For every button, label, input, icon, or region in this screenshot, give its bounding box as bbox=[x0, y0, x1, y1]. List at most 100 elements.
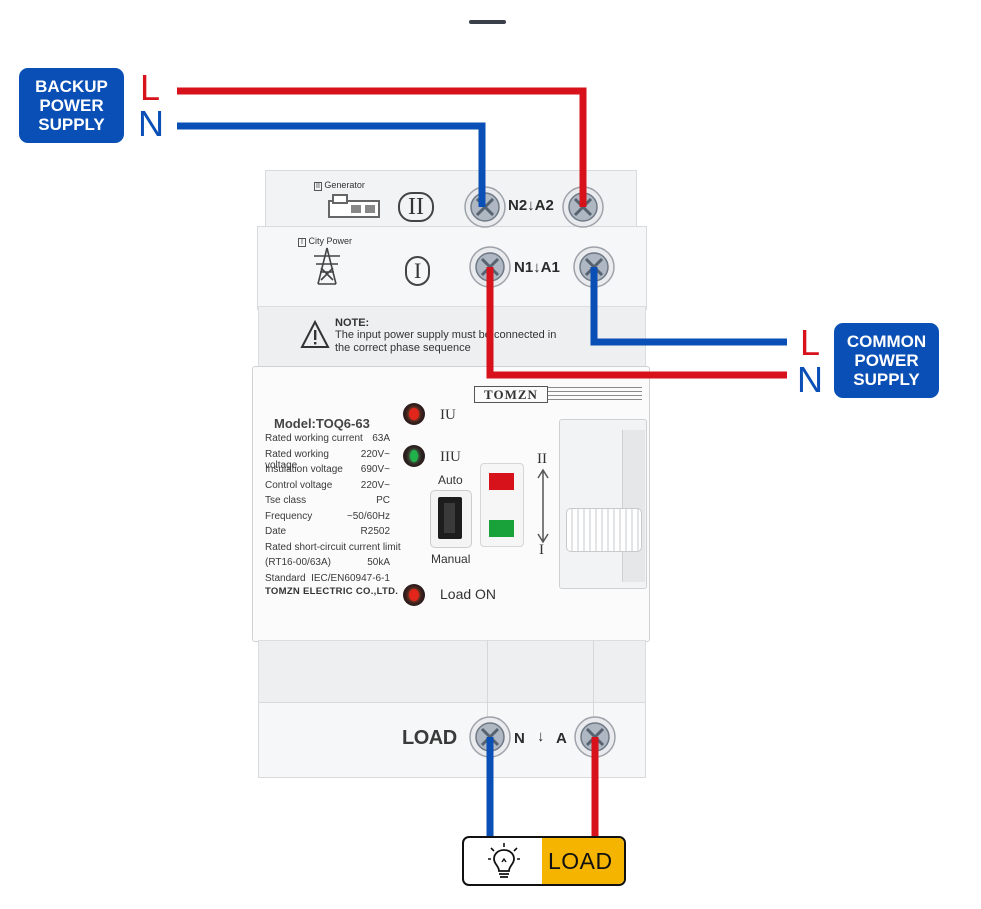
spec-table: Rated working current 63A Rated working v… bbox=[265, 433, 401, 589]
backup-power-supply-tag: BACKUP POWER SUPPLY bbox=[19, 68, 124, 143]
city-symbol-box: I bbox=[298, 238, 306, 247]
spec-value: 220V~ bbox=[360, 448, 390, 460]
spec-row: Standard IEC/EN60947-6-1 bbox=[265, 573, 390, 589]
tag-line: SUPPLY bbox=[853, 370, 920, 389]
iu-indicator-led bbox=[403, 403, 425, 425]
brand-stripes bbox=[548, 387, 642, 401]
tag-line: POWER bbox=[39, 96, 104, 115]
tag-line: BACKUP bbox=[35, 77, 108, 96]
terminal-screw-n2 bbox=[464, 186, 506, 228]
load-arrow: ↓ bbox=[537, 728, 545, 745]
spec-value: 690V~ bbox=[360, 464, 390, 475]
divider bbox=[487, 640, 488, 776]
common-live-label: L bbox=[800, 322, 821, 363]
spec-row: Frequency ~50/60Hz bbox=[265, 511, 390, 527]
generator-symbol-box: II bbox=[314, 182, 322, 191]
note-title: NOTE: bbox=[335, 317, 370, 329]
generator-icon bbox=[328, 194, 380, 218]
iiu-indicator-led bbox=[403, 445, 425, 467]
manufacturer-label: TOMZN ELECTRIC CO.,LTD. bbox=[265, 586, 399, 597]
spec-row: Control voltage 220V~ bbox=[265, 480, 390, 496]
manual-operating-handle[interactable] bbox=[559, 419, 647, 589]
power-tower-icon bbox=[314, 247, 340, 285]
common-neutral-label: N bbox=[797, 359, 823, 400]
city-power-label: I City Power bbox=[298, 236, 352, 247]
backup-neutral-label: N bbox=[138, 103, 164, 144]
spec-label: Rated short-circuit current limit bbox=[265, 541, 401, 553]
position-i-label: I bbox=[539, 542, 544, 558]
terminal-label-n1-a1: N1↓A1 bbox=[514, 259, 560, 276]
spec-value: ~50/60Hz bbox=[346, 510, 390, 522]
common-live-wire bbox=[590, 267, 787, 346]
backup-neutral-wire bbox=[177, 122, 486, 207]
led-glow bbox=[410, 450, 418, 462]
source-ii-status-window bbox=[489, 473, 514, 490]
spec-label: Control voltage bbox=[265, 479, 333, 491]
common-power-supply-tag: COMMON POWER SUPPLY bbox=[834, 323, 939, 398]
drag-handle[interactable] bbox=[469, 20, 506, 24]
handle-lever[interactable] bbox=[566, 508, 642, 552]
load-n-label: N bbox=[514, 730, 525, 747]
spec-label: Standard bbox=[265, 572, 306, 584]
spec-value: IEC/EN60947-6-1 bbox=[311, 572, 390, 584]
spec-label: Date bbox=[265, 526, 287, 537]
spec-value: PC bbox=[376, 495, 390, 506]
spec-row: Insulation voltage 690V~ bbox=[265, 464, 390, 480]
led-glow bbox=[409, 589, 419, 601]
spec-label: Rated working voltage bbox=[265, 448, 329, 471]
warning-icon bbox=[300, 320, 330, 348]
load-box: LOAD bbox=[462, 836, 626, 886]
tag-line: COMMON bbox=[846, 332, 927, 351]
mode-selector-slot bbox=[444, 503, 455, 533]
spec-value: 50kA bbox=[367, 557, 390, 568]
backup-live-label: L bbox=[140, 67, 161, 108]
backup-live-wire bbox=[177, 87, 587, 207]
load-on-indicator-led bbox=[403, 584, 425, 606]
tag-line: POWER bbox=[854, 351, 919, 370]
generator-label: II Generator bbox=[314, 180, 365, 191]
load-on-label: Load ON bbox=[440, 586, 497, 602]
status-window-panel bbox=[480, 463, 524, 547]
common-neutral-wire bbox=[486, 267, 787, 379]
spec-row: Rated working current 63A bbox=[265, 433, 390, 449]
spec-value: R2502 bbox=[360, 526, 390, 537]
terminal-label-n2-a2: N2↓A2 bbox=[508, 197, 554, 214]
spec-label: Rated working current bbox=[265, 433, 363, 444]
mode-selector-switch[interactable] bbox=[430, 490, 472, 548]
spec-row: Date R2502 bbox=[265, 526, 390, 542]
spec-row: Rated short-circuit current limit bbox=[265, 542, 401, 558]
note-line-2: the correct phase sequence bbox=[335, 342, 471, 354]
tag-line: SUPPLY bbox=[38, 115, 105, 134]
source-i-status-window bbox=[489, 520, 514, 537]
spec-label: Insulation voltage bbox=[265, 464, 343, 475]
model-label: Model:TOQ6-63 bbox=[274, 416, 370, 431]
light-bulb-icon bbox=[488, 843, 520, 878]
divider bbox=[593, 640, 594, 776]
load-terminal-label: LOAD bbox=[402, 727, 457, 749]
auto-mode-label: Auto bbox=[438, 473, 463, 487]
spec-label: Tse class bbox=[265, 495, 307, 506]
spec-value: 220V~ bbox=[360, 479, 390, 491]
spec-label: Frequency bbox=[265, 510, 313, 522]
load-a-label: A bbox=[556, 730, 567, 747]
load-box-yellow-panel bbox=[542, 838, 624, 884]
brand-logo: TOMZN bbox=[474, 386, 548, 403]
spec-value: 63A bbox=[372, 433, 390, 444]
position-ii-label: II bbox=[537, 451, 547, 467]
generator-position-symbol: II bbox=[398, 192, 434, 222]
spec-row: Tse class PC bbox=[265, 495, 390, 511]
position-arrow-icon bbox=[537, 468, 549, 544]
city-power-text: City Power bbox=[308, 236, 352, 246]
note-line-1: The input power supply must be connected… bbox=[335, 329, 557, 341]
generator-text: Generator bbox=[324, 180, 365, 190]
city-position-symbol: I bbox=[405, 256, 431, 286]
spec-label: (RT16-00/63A) bbox=[265, 557, 331, 568]
led-glow bbox=[409, 408, 419, 420]
iiu-indicator-label: IIU bbox=[440, 449, 461, 465]
load-box-label: LOAD bbox=[548, 848, 613, 874]
spec-row: Rated working voltage 220V~ bbox=[265, 448, 390, 471]
manual-mode-label: Manual bbox=[431, 552, 471, 566]
iu-indicator-label: IU bbox=[440, 407, 456, 423]
spec-row: (RT16-00/63A) 50kA bbox=[265, 557, 390, 573]
